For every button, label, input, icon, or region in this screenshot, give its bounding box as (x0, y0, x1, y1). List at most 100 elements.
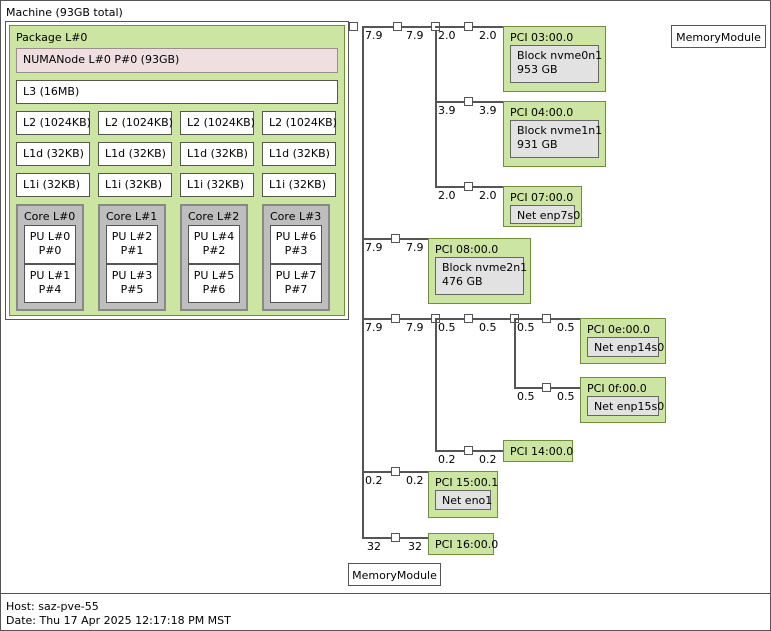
osdev-name-label: Net enp14s0 (594, 341, 665, 354)
osdev-size-label: 476 GB (442, 275, 483, 288)
memory-module-label: MemoryModule (676, 31, 761, 44)
pu-box-1-1: PU L#3 P#5 (106, 264, 158, 303)
osdev-name-label: Block nvme1n1 (517, 124, 603, 137)
bandwidth-label: 0.5 (557, 321, 575, 334)
bandwidth-label: 2.0 (438, 29, 456, 42)
l1i-cache-label: L1i (32KB) (269, 178, 327, 191)
osdev-box-nvme0n1[interactable]: Block nvme0n1 953 GB (510, 45, 603, 83)
pu-logical-label: PU L#0 (29, 230, 71, 243)
bandwidth-label: 2.0 (479, 189, 497, 202)
pu-box-0-1: PU L#1 P#4 (24, 264, 76, 303)
l1i-cache-box-0: L1i (32KB) (16, 173, 90, 197)
pu-physical-label: P#4 (38, 283, 62, 296)
l1d-cache-box-1: L1d (32KB) (98, 142, 172, 166)
tree-link-node-icon (391, 234, 400, 243)
l2-cache-box-0: L2 (1024KB) (16, 111, 91, 135)
tree-link-node-icon (464, 446, 473, 455)
osdev-box-nvme1n1[interactable]: Block nvme1n1 931 GB (510, 120, 603, 158)
osdev-name-label: Net enp15s0 (594, 400, 665, 413)
l2-cache-label: L2 (1024KB) (105, 116, 173, 129)
tree-subtrunk-line (514, 318, 516, 388)
tree-trunk-line (362, 26, 364, 538)
pci-device-box-14[interactable]: PCI 14:00.0 (503, 440, 573, 462)
osdev-box-eno1[interactable]: Net eno1 (435, 490, 493, 510)
pu-box-3-1: PU L#7 P#7 (270, 264, 322, 303)
bandwidth-label: 32 (408, 540, 422, 553)
tree-link-node-icon (542, 314, 551, 323)
numanode-box: NUMANode L#0 P#0 (93GB) (16, 48, 338, 73)
osdev-box-enp14s0[interactable]: Net enp14s0 (587, 337, 664, 357)
pci-device-title: PCI 0f:00.0 (587, 382, 647, 395)
bandwidth-label: 3.9 (479, 104, 497, 117)
osdev-box-enp15s0[interactable]: Net enp15s0 (587, 396, 664, 416)
osdev-box-enp7s0[interactable]: Net enp7s0 (510, 205, 580, 224)
tree-link-node-icon (464, 314, 473, 323)
osdev-box-nvme2n1[interactable]: Block nvme2n1 476 GB (435, 257, 527, 295)
tree-link-node-icon (542, 383, 551, 392)
bandwidth-label: 7.9 (406, 241, 424, 254)
l2-cache-box-1: L2 (1024KB) (98, 111, 173, 135)
tree-link-node-icon (464, 97, 473, 106)
osdev-name-label: Block nvme0n1 (517, 49, 603, 62)
pci-device-title: PCI 07:00.0 (510, 191, 574, 204)
pu-physical-label: P#2 (202, 244, 226, 257)
bandwidth-label: 0.5 (557, 390, 575, 403)
pu-physical-label: P#7 (284, 283, 308, 296)
l1d-cache-label: L1d (32KB) (187, 147, 248, 160)
osdev-name-label: Net enp7s0 (517, 209, 581, 222)
l1i-cache-box-3: L1i (32KB) (262, 173, 336, 197)
tree-link-node-icon (391, 467, 400, 476)
bandwidth-label: 0.2 (365, 474, 383, 487)
l1i-cache-label: L1i (32KB) (105, 178, 163, 191)
pci-device-title: PCI 16:00.0 (435, 538, 499, 551)
l2-cache-box-3: L2 (1024KB) (262, 111, 337, 135)
bandwidth-label: 0.2 (438, 453, 456, 466)
pu-physical-label: P#1 (120, 244, 144, 257)
pu-box-1-0: PU L#2 P#1 (106, 225, 158, 264)
core-title: Core L#2 (188, 210, 240, 223)
l1d-cache-label: L1d (32KB) (23, 147, 84, 160)
memory-module-box-bottom[interactable]: MemoryModule (348, 563, 441, 586)
core-title: Core L#1 (106, 210, 158, 223)
core-title: Core L#0 (24, 210, 76, 223)
pci-device-title: PCI 08:00.0 (435, 243, 499, 256)
bandwidth-label: 2.0 (479, 29, 497, 42)
tree-link-node-icon (464, 22, 473, 31)
pu-physical-label: P#6 (202, 283, 226, 296)
bandwidth-label: 7.9 (406, 29, 424, 42)
bandwidth-label: 0.2 (479, 453, 497, 466)
pu-physical-label: P#0 (38, 244, 62, 257)
l2-cache-label: L2 (1024KB) (269, 116, 337, 129)
pu-physical-label: P#3 (284, 244, 308, 257)
osdev-name-label: Net eno1 (442, 494, 493, 507)
pci-device-box-16[interactable]: PCI 16:00.0 (428, 533, 498, 555)
l2-cache-box-2: L2 (1024KB) (180, 111, 255, 135)
pci-device-title: PCI 0e:00.0 (587, 323, 651, 336)
l1d-cache-box-0: L1d (32KB) (16, 142, 90, 166)
bandwidth-label: 7.9 (365, 321, 383, 334)
memory-module-label: MemoryModule (352, 569, 437, 582)
bandwidth-label: 0.5 (517, 321, 535, 334)
footer-date-label: Date: Thu 17 Apr 2025 12:17:18 PM MST (6, 614, 231, 627)
core-title: Core L#3 (270, 210, 322, 223)
l1d-cache-label: L1d (32KB) (105, 147, 166, 160)
pu-logical-label: PU L#6 (275, 230, 317, 243)
pci-device-title: PCI 15:00.1 (435, 476, 499, 489)
memory-module-box-top[interactable]: MemoryModule (671, 25, 766, 48)
bandwidth-label: 0.5 (517, 390, 535, 403)
bandwidth-label: 32 (367, 540, 381, 553)
l1d-cache-label: L1d (32KB) (269, 147, 330, 160)
bandwidth-label: 7.9 (365, 29, 383, 42)
l1d-cache-box-2: L1d (32KB) (180, 142, 254, 166)
pu-box-3-0: PU L#6 P#3 (270, 225, 322, 264)
tree-link-node-icon (393, 22, 402, 31)
pu-logical-label: PU L#3 (111, 269, 153, 282)
tree-subtrunk-line (435, 26, 437, 187)
tree-branch-line (435, 318, 514, 320)
bandwidth-label: 7.9 (406, 321, 424, 334)
bandwidth-label: 0.5 (479, 321, 497, 334)
tree-subtrunk-line (435, 318, 437, 451)
l2-cache-label: L2 (1024KB) (23, 116, 91, 129)
pu-logical-label: PU L#4 (193, 230, 235, 243)
